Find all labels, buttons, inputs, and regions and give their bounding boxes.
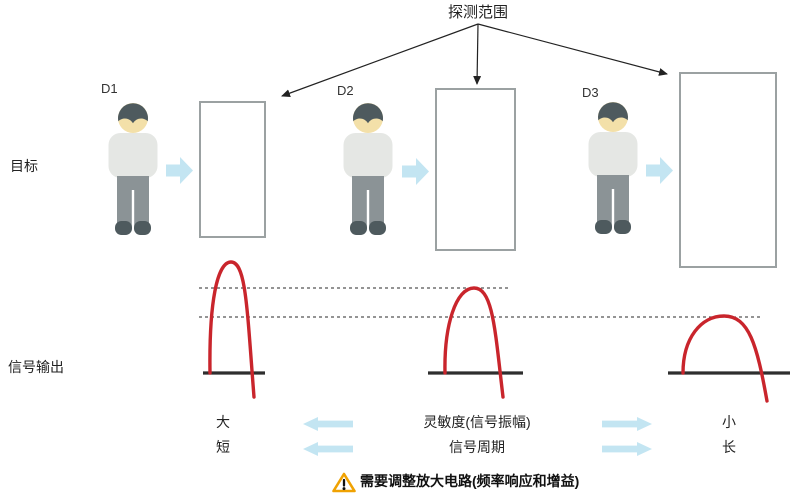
signal-curve-d3	[681, 314, 769, 403]
detection-arrow-right	[477, 23, 668, 76]
legend-period-label: 信号周期	[449, 439, 505, 455]
row-label-signal-output: 信号输出	[8, 359, 64, 375]
detection-arrow-middle	[473, 23, 482, 85]
motion-arrow-d1	[166, 157, 193, 184]
signal-curves	[208, 260, 769, 403]
legend-arrow-right-amplitude	[602, 417, 652, 431]
detection-arrow-left	[281, 23, 479, 97]
motion-arrow-d3	[646, 157, 673, 184]
person-figure-d3	[588, 102, 638, 234]
signal-curve-d2	[443, 286, 505, 399]
detector-label-d1: D1	[101, 81, 118, 96]
legend-period-left-value: 短	[216, 439, 230, 455]
detection-zone-box-d1	[199, 101, 266, 238]
person-figure-d1	[108, 103, 158, 235]
detection-range-arrows	[281, 23, 668, 97]
motion-arrow-d2	[402, 158, 429, 185]
detector-label-d3: D3	[582, 85, 599, 100]
legend-arrow-left-amplitude	[303, 417, 353, 431]
detection-range-title: 探测范围	[447, 4, 508, 21]
detection-zone-box-d2	[435, 88, 516, 251]
legend-amplitude-left-value: 大	[216, 414, 230, 430]
legend-arrow-right-period	[602, 442, 652, 456]
threshold-lines	[199, 287, 760, 318]
person-figure-d2	[343, 103, 393, 235]
legend-arrow-left-period	[303, 442, 353, 456]
warning-triangle-icon	[332, 472, 356, 493]
legend-amplitude-right-value: 小	[722, 414, 736, 430]
row-label-targets: 目标	[10, 158, 38, 174]
detection-zone-boxes	[199, 72, 777, 268]
detector-label-d2: D2	[337, 83, 354, 98]
legend-amplitude-label: 灵敏度(信号振幅)	[423, 414, 531, 430]
legend-period-right-value: 长	[722, 439, 736, 455]
warning-text: 需要调整放大电路(频率响应和增益)	[360, 473, 580, 489]
signal-curve-d1	[208, 260, 256, 399]
detection-zone-box-d3	[679, 72, 777, 268]
